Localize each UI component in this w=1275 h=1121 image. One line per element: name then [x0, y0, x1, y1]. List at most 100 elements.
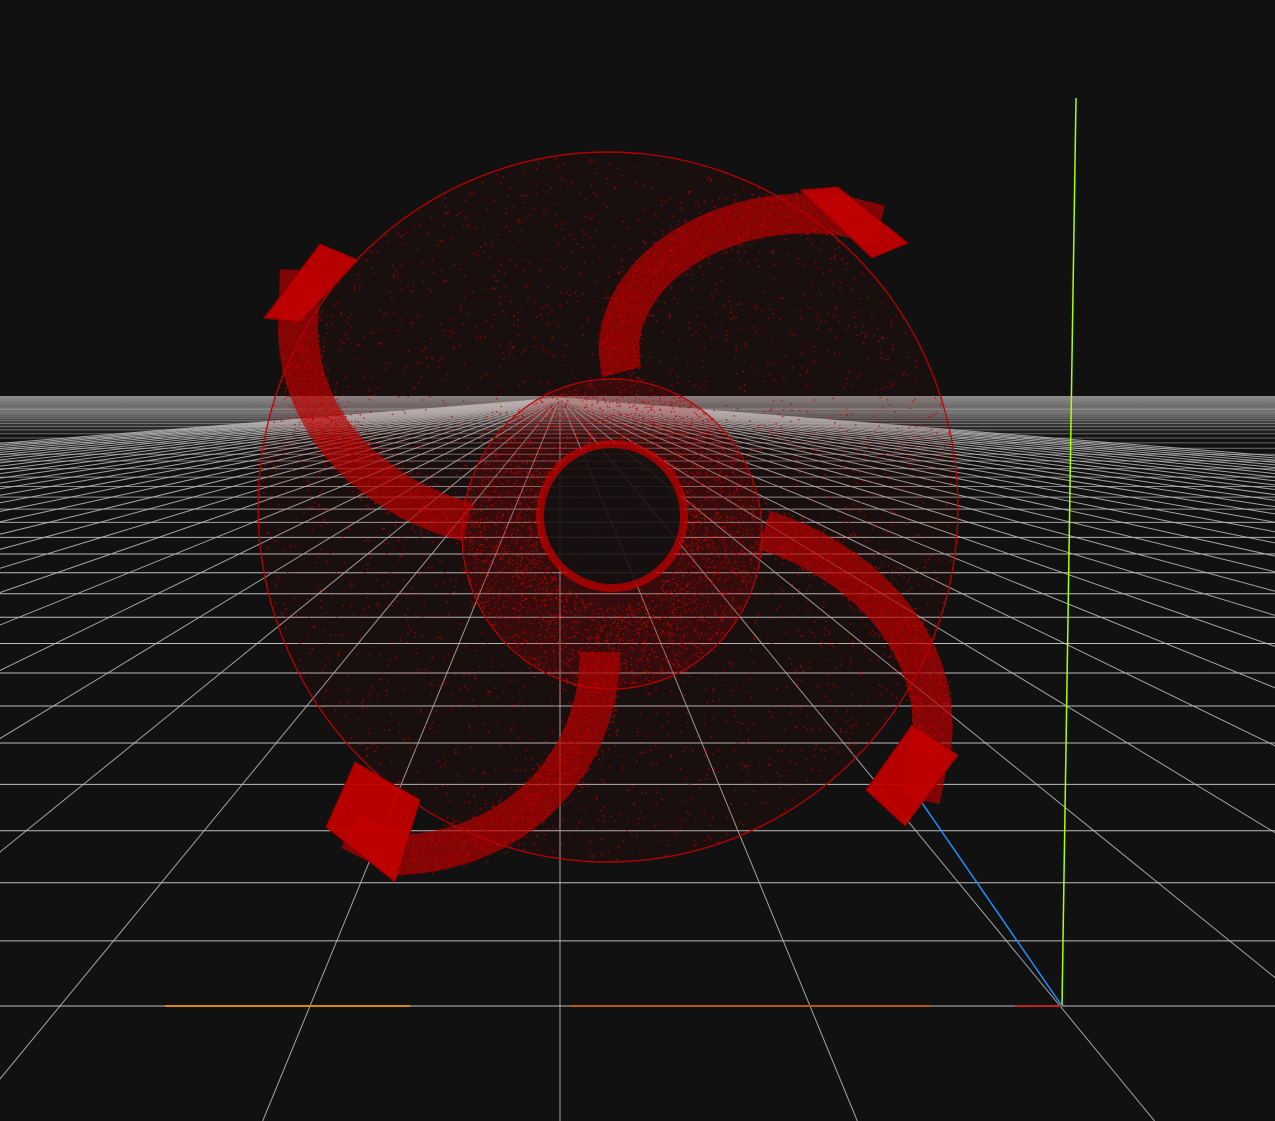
point: [707, 768, 710, 770]
point: [807, 203, 810, 205]
point: [875, 566, 877, 568]
point: [754, 620, 757, 622]
point: [924, 705, 927, 707]
point: [638, 297, 640, 300]
point: [610, 815, 612, 818]
point: [816, 227, 819, 230]
point: [839, 199, 842, 202]
point: [495, 410, 498, 413]
point: [805, 601, 808, 604]
point: [283, 357, 286, 360]
point: [411, 497, 413, 500]
point: [392, 476, 394, 479]
point: [813, 200, 815, 203]
point: [295, 359, 297, 362]
point: [809, 584, 811, 586]
point: [627, 304, 630, 307]
point: [733, 750, 736, 752]
point: [818, 440, 820, 443]
point: [487, 695, 490, 697]
point: [312, 369, 315, 372]
point: [446, 373, 449, 376]
point: [833, 536, 836, 538]
point: [499, 263, 502, 266]
point: [442, 223, 445, 226]
point: [676, 252, 678, 254]
point: [751, 487, 753, 490]
point: [646, 256, 649, 259]
point: [366, 394, 369, 397]
point: [699, 265, 701, 267]
point: [456, 751, 459, 754]
point: [555, 223, 558, 226]
point: [401, 465, 404, 468]
point: [367, 606, 370, 609]
point: [785, 685, 788, 688]
point: [300, 399, 303, 402]
point: [614, 353, 616, 356]
point: [874, 526, 877, 528]
grid-line-depth: [559, 397, 1275, 557]
point: [746, 231, 749, 234]
point: [334, 427, 337, 430]
point: [347, 480, 349, 483]
point: [616, 304, 619, 307]
point: [861, 581, 863, 584]
point: [463, 364, 466, 366]
point: [310, 367, 313, 370]
point: [832, 229, 834, 231]
point: [305, 368, 308, 371]
point: [733, 199, 735, 201]
point: [388, 659, 391, 662]
point: [424, 347, 426, 350]
point: [402, 498, 404, 501]
point: [391, 641, 394, 644]
point: [407, 481, 409, 483]
point: [389, 571, 392, 574]
point: [298, 368, 300, 371]
point: [397, 513, 400, 516]
point: [898, 574, 901, 576]
point: [417, 524, 420, 527]
point: [663, 262, 666, 264]
point: [533, 428, 536, 430]
point: [824, 573, 826, 575]
point: [917, 435, 919, 438]
point: [671, 640, 673, 643]
point: [931, 465, 934, 468]
point: [537, 849, 539, 851]
point: [698, 787, 701, 790]
point: [372, 497, 374, 500]
point: [326, 324, 328, 327]
point: [905, 668, 907, 671]
point: [779, 231, 781, 233]
point: [936, 724, 938, 726]
point: [773, 224, 776, 226]
point: [502, 527, 505, 530]
point: [326, 409, 329, 412]
point: [398, 590, 401, 593]
point: [635, 270, 637, 273]
grid-line-depth: [559, 397, 1275, 689]
point: [713, 409, 715, 412]
point: [595, 172, 598, 175]
point-cloud-model[interactable]: [257, 151, 959, 883]
point: [674, 357, 676, 359]
point: [477, 594, 479, 597]
point: [788, 331, 791, 334]
point: [607, 349, 610, 352]
point: [929, 738, 932, 740]
point: [449, 335, 451, 338]
point: [658, 398, 661, 400]
point: [869, 658, 871, 661]
point: [945, 504, 948, 507]
point: [821, 514, 824, 516]
point: [757, 426, 760, 429]
point: [282, 448, 284, 451]
point: [385, 747, 388, 750]
point: [637, 336, 640, 339]
point: [372, 376, 375, 379]
point: [339, 313, 342, 315]
